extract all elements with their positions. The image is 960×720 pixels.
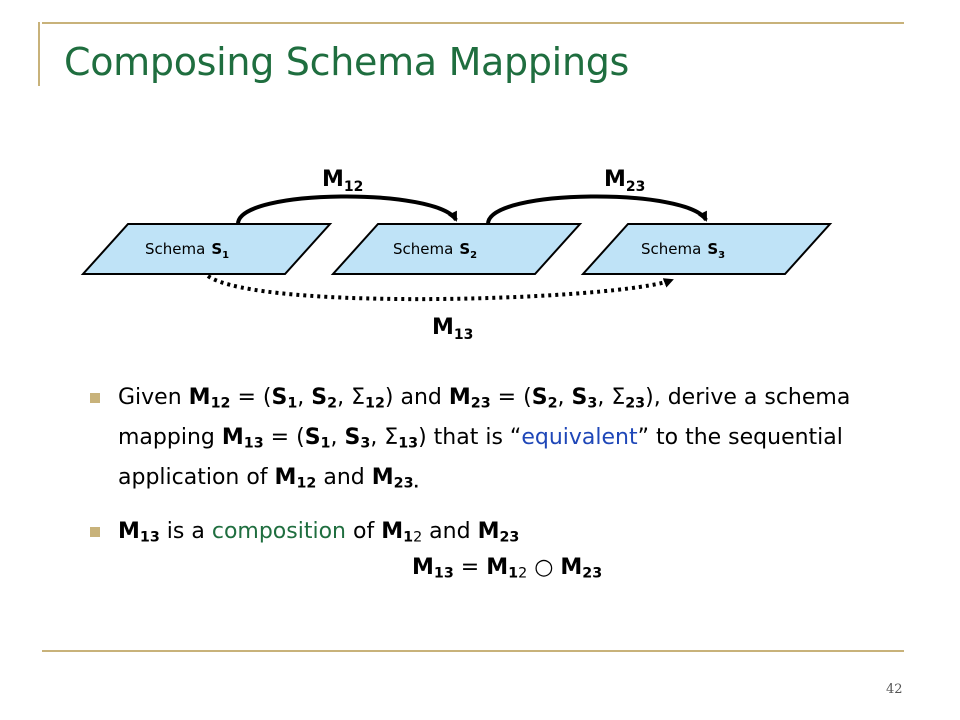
s1-symbol: S1 (271, 385, 298, 412)
s2-symbol: S2 (311, 385, 338, 412)
m23-symbol: M23 (448, 385, 491, 412)
top-rule (42, 22, 904, 24)
m12-symbol: M12 (274, 465, 317, 492)
composition-term: composition (211, 519, 346, 544)
schema-box-s1 (80, 223, 333, 275)
bullet-square-icon (90, 393, 100, 403)
m12-symbol: M12 (188, 385, 231, 412)
s3-symbol: S3 (344, 425, 371, 452)
bullet-item-given: Given M12 = (S1, S2, Σ12) and M23 = (S2,… (88, 378, 908, 498)
bullet-square-icon (90, 527, 100, 537)
m13-symbol: M13 (118, 519, 160, 546)
page-number: 42 (886, 682, 903, 697)
mapping-arrow-m12 (236, 194, 458, 225)
mapping-arrow-m13 (206, 274, 674, 302)
m23-symbol: M23 (560, 555, 603, 582)
m13-symbol: M13 (221, 425, 264, 452)
composition-formula: M13 = M12 ○ M23 (412, 555, 603, 582)
mapping-label-m13: M13 (432, 315, 473, 343)
bullet-item-composition: M13 is a composition of M12 and M23 (88, 512, 908, 552)
title-accent-bar (38, 22, 40, 86)
mapping-label-m12: M12 (322, 167, 363, 195)
m23-symbol: M23 (477, 519, 520, 546)
equivalent-term: equivalent (521, 425, 638, 450)
slide-title: Composing Schema Mappings (64, 40, 630, 84)
mapping-label-m23: M23 (604, 167, 645, 195)
schema-box-s2 (330, 223, 583, 275)
s1-symbol: S1 (304, 425, 331, 452)
m23-symbol: M23. (371, 465, 419, 492)
schema-box-s3 (580, 223, 833, 275)
m12-symbol: M12 (486, 555, 528, 582)
s2-symbol: S2 (531, 385, 558, 412)
m12-symbol: M12 (381, 519, 423, 546)
bottom-rule (42, 650, 904, 652)
bullet-list: Given M12 = (S1, S2, Σ12) and M23 = (S2,… (88, 378, 908, 552)
s3-symbol: S3 (571, 385, 598, 412)
m13-symbol: M13 (412, 555, 454, 582)
mapping-arrow-m23 (486, 194, 708, 225)
